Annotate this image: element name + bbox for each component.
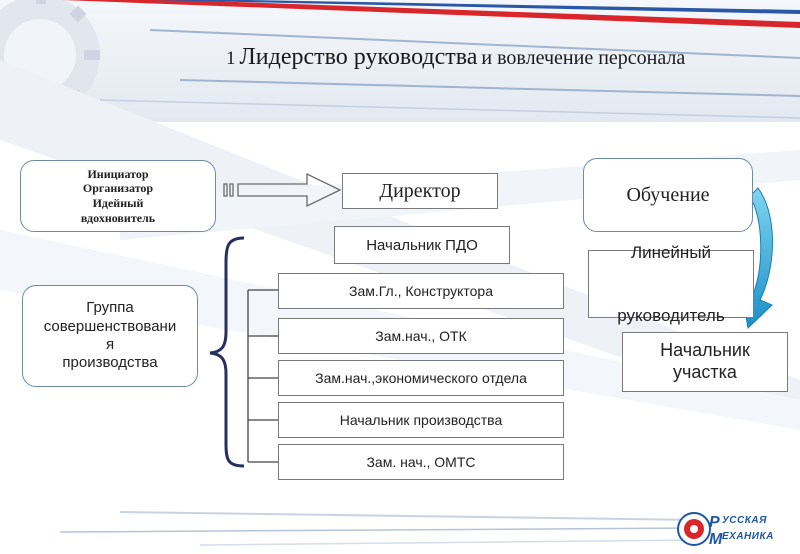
tree-connector — [247, 289, 278, 463]
line-manager-line2: руководитель — [617, 306, 725, 326]
page-title: 1 Лидерство руководства и вовлечение пер… — [226, 44, 796, 78]
line-manager-box: Линейный руководитель — [588, 243, 754, 325]
group-line: совершенствовани — [43, 317, 177, 335]
initiator-line: Инициатор — [87, 166, 149, 181]
deputy-label: Начальник производства — [339, 412, 503, 428]
title-main: Лидерство руководства — [239, 44, 478, 70]
initiator-box: Инициатор Организатор Идейный вдохновите… — [20, 160, 216, 232]
title-tail: и вовлечение персонала — [481, 47, 686, 69]
section-head-line2: участка — [673, 362, 737, 382]
deputy-box: Начальник производства — [278, 402, 564, 438]
group-line: я — [105, 336, 115, 353]
title-number: 1 — [226, 48, 236, 69]
director-box: Директор — [342, 173, 498, 209]
curved-arrow-icon — [741, 187, 773, 330]
svg-text:М: М — [709, 531, 723, 548]
deputy-label: Зам. нач., ОМТС — [366, 454, 476, 470]
section-head-box: Начальник участка — [622, 332, 788, 392]
initiator-line: Идейный — [92, 196, 144, 210]
group-line: Группа — [86, 299, 134, 317]
initiator-line: Организатор — [82, 181, 154, 196]
section-head-line1: Начальник — [660, 340, 750, 361]
line-manager-line1: Линейный — [630, 243, 712, 262]
group-line: производства — [62, 354, 158, 372]
training-box: Обучение — [583, 158, 753, 232]
deputy-box: Зам.нач., ОТК — [278, 318, 564, 354]
logo-line2: ЕХАНИКА — [722, 531, 774, 542]
logo-line1: УССКАЯ — [722, 515, 767, 526]
curly-brace — [209, 236, 245, 468]
training-label: Обучение — [626, 183, 710, 206]
improvement-group-box: Группа совершенствовани я производства — [22, 285, 198, 387]
deputy-box: Зам.Гл., Конструктора — [278, 273, 564, 309]
deputy-label: Зам.нач.,экономического отдела — [315, 370, 527, 386]
svg-text:Р: Р — [709, 514, 720, 531]
deputy-box: Зам.нач.,экономического отдела — [278, 360, 564, 396]
hollow-arrow-icon — [223, 172, 342, 208]
logo-wordmark: УССКАЯ ЕХАНИКА — [722, 515, 800, 543]
deputy-box: Зам. нач., ОМТС — [278, 444, 564, 480]
deputy-label: Зам.нач., ОТК — [375, 328, 467, 344]
director-label: Директор — [379, 179, 461, 202]
deputy-label: Зам.Гл., Конструктора — [349, 283, 493, 299]
pdo-head-box: Начальник ПДО — [334, 226, 510, 264]
pdo-head-label: Начальник ПДО — [366, 236, 478, 254]
initiator-line: вдохновитель — [80, 210, 156, 225]
